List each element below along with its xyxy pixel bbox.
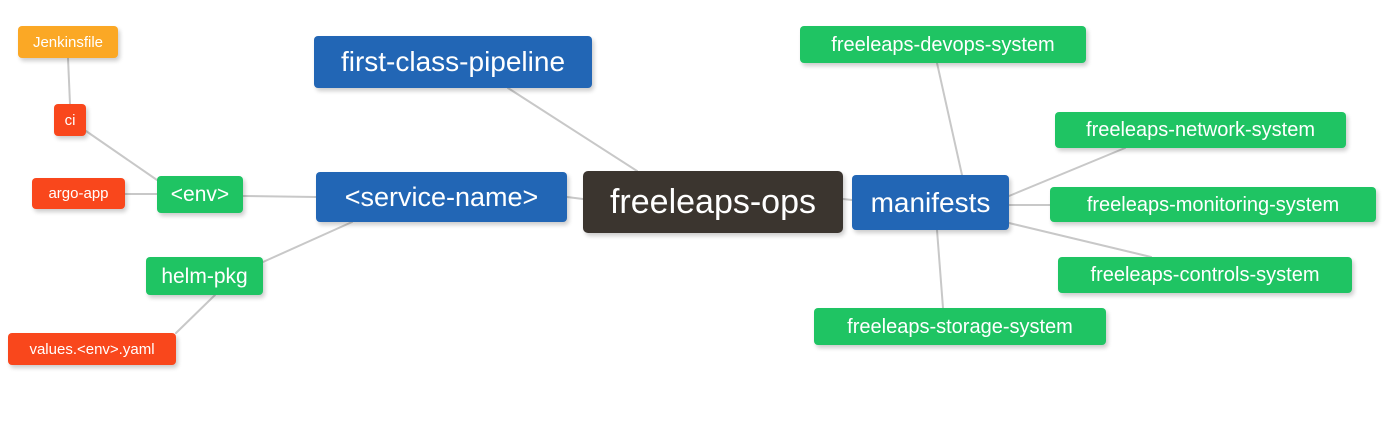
mindmap-node-devops-system[interactable]: freeleaps-devops-system xyxy=(800,26,1086,63)
mindmap-edge xyxy=(242,195,317,198)
mindmap-node-jenkinsfile[interactable]: Jenkinsfile xyxy=(18,26,118,58)
mindmap-node-label: freeleaps-controls-system xyxy=(1090,264,1320,286)
mindmap-node-label: values.<env>.yaml xyxy=(29,340,155,358)
mindmap-edge xyxy=(175,294,216,334)
mindmap-node-monitoring-system[interactable]: freeleaps-monitoring-system xyxy=(1050,187,1376,222)
mindmap-edge xyxy=(936,62,963,176)
mindmap-edge xyxy=(1008,222,1152,258)
mindmap-node-label: <service-name> xyxy=(344,181,539,212)
mindmap-node-argo-app[interactable]: argo-app xyxy=(32,178,125,209)
mindmap-node-env[interactable]: <env> xyxy=(157,176,243,213)
mindmap-edge xyxy=(566,196,584,200)
mindmap-node-label: ci xyxy=(64,111,76,129)
mindmap-node-label: Jenkinsfile xyxy=(32,33,104,51)
mindmap-node-storage-system[interactable]: freeleaps-storage-system xyxy=(814,308,1106,345)
mindmap-node-label: freeleaps-devops-system xyxy=(831,33,1055,56)
mindmap-node-controls-system[interactable]: freeleaps-controls-system xyxy=(1058,257,1352,293)
mindmap-node-label: freeleaps-monitoring-system xyxy=(1086,193,1340,216)
mindmap-node-manifests[interactable]: manifests xyxy=(852,175,1009,230)
mindmap-node-service-name[interactable]: <service-name> xyxy=(316,172,567,222)
mindmap-node-values-env-yaml[interactable]: values.<env>.yaml xyxy=(8,333,176,365)
mindmap-edge xyxy=(936,229,944,309)
mindmap-node-label: freeleaps-ops xyxy=(609,183,816,221)
mindmap-node-label: freeleaps-network-system xyxy=(1086,119,1315,141)
mindmap-edge xyxy=(507,87,638,172)
mindmap-edge xyxy=(85,130,158,181)
mindmap-node-helm-pkg[interactable]: helm-pkg xyxy=(146,257,263,295)
mindmap-node-label: first-class-pipeline xyxy=(340,46,566,77)
mindmap-node-label: helm-pkg xyxy=(161,264,248,288)
mindmap-node-label: freeleaps-storage-system xyxy=(847,315,1073,338)
mindmap-edge xyxy=(262,221,353,263)
mindmap-node-ci[interactable]: ci xyxy=(54,104,86,136)
mindmap-edge xyxy=(842,198,853,201)
mindmap-node-first-class-pipeline[interactable]: first-class-pipeline xyxy=(314,36,592,88)
mindmap-node-label: <env> xyxy=(170,183,230,206)
mindmap-node-network-system[interactable]: freeleaps-network-system xyxy=(1055,112,1346,148)
mindmap-node-label: manifests xyxy=(870,186,991,218)
mindmap-node-label: argo-app xyxy=(48,185,109,202)
mindmap-edge xyxy=(67,57,71,105)
mindmap-node-freeleaps-ops[interactable]: freeleaps-ops xyxy=(583,171,843,233)
